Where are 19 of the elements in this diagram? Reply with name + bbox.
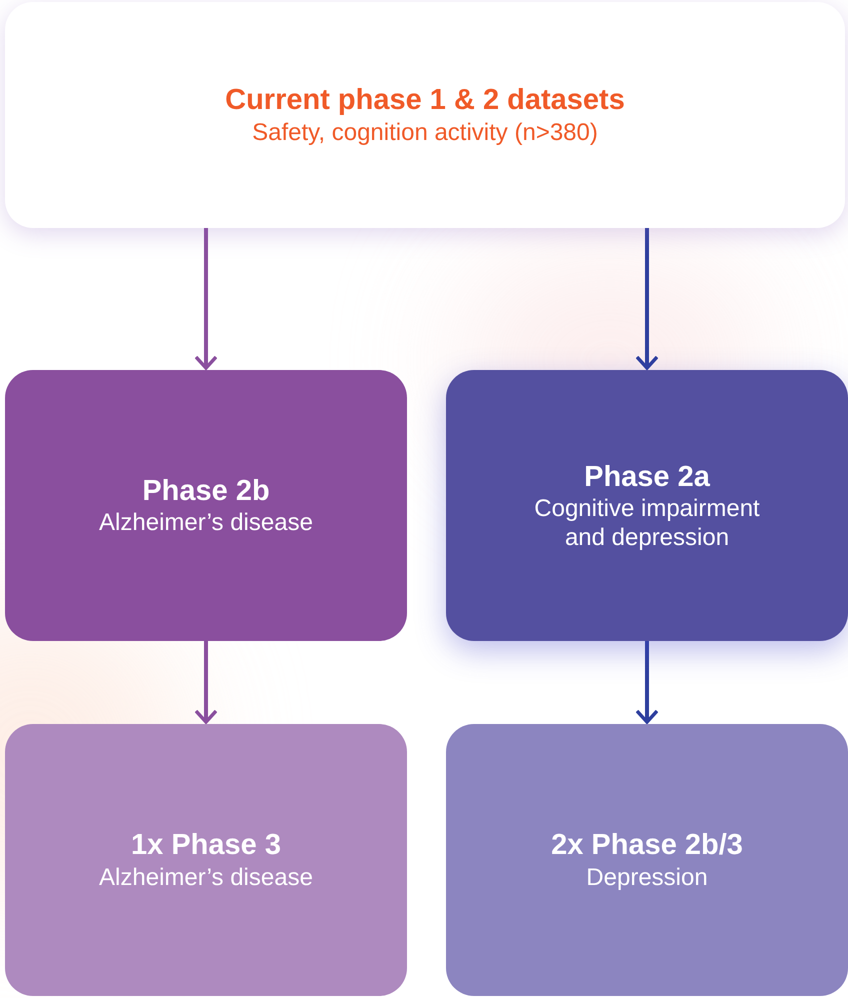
phase-box: [5, 724, 407, 996]
source-box: [5, 2, 845, 228]
heading: 1x Phase 3: [131, 828, 281, 864]
phase-box: [446, 370, 848, 641]
heading: 2x Phase 2b/3: [551, 828, 743, 864]
arrow: [194, 228, 218, 370]
subtitle: Alzheimer’s disease: [99, 864, 313, 893]
subtitle: Depression: [586, 864, 708, 893]
arrow: [194, 641, 218, 724]
heading: Phase 2b: [142, 474, 270, 509]
subtitle: Alzheimer’s disease: [99, 509, 313, 538]
arrow: [635, 228, 659, 370]
subtitle: Safety, cognition activity (n>380): [252, 118, 598, 148]
phase-box: [446, 724, 848, 996]
subtitle: Cognitive impairment and depression: [533, 494, 761, 552]
heading: Current phase 1 & 2 datasets: [225, 83, 625, 118]
heading: Phase 2a: [584, 460, 710, 495]
phase-box: [5, 370, 407, 641]
arrow: [635, 641, 659, 724]
